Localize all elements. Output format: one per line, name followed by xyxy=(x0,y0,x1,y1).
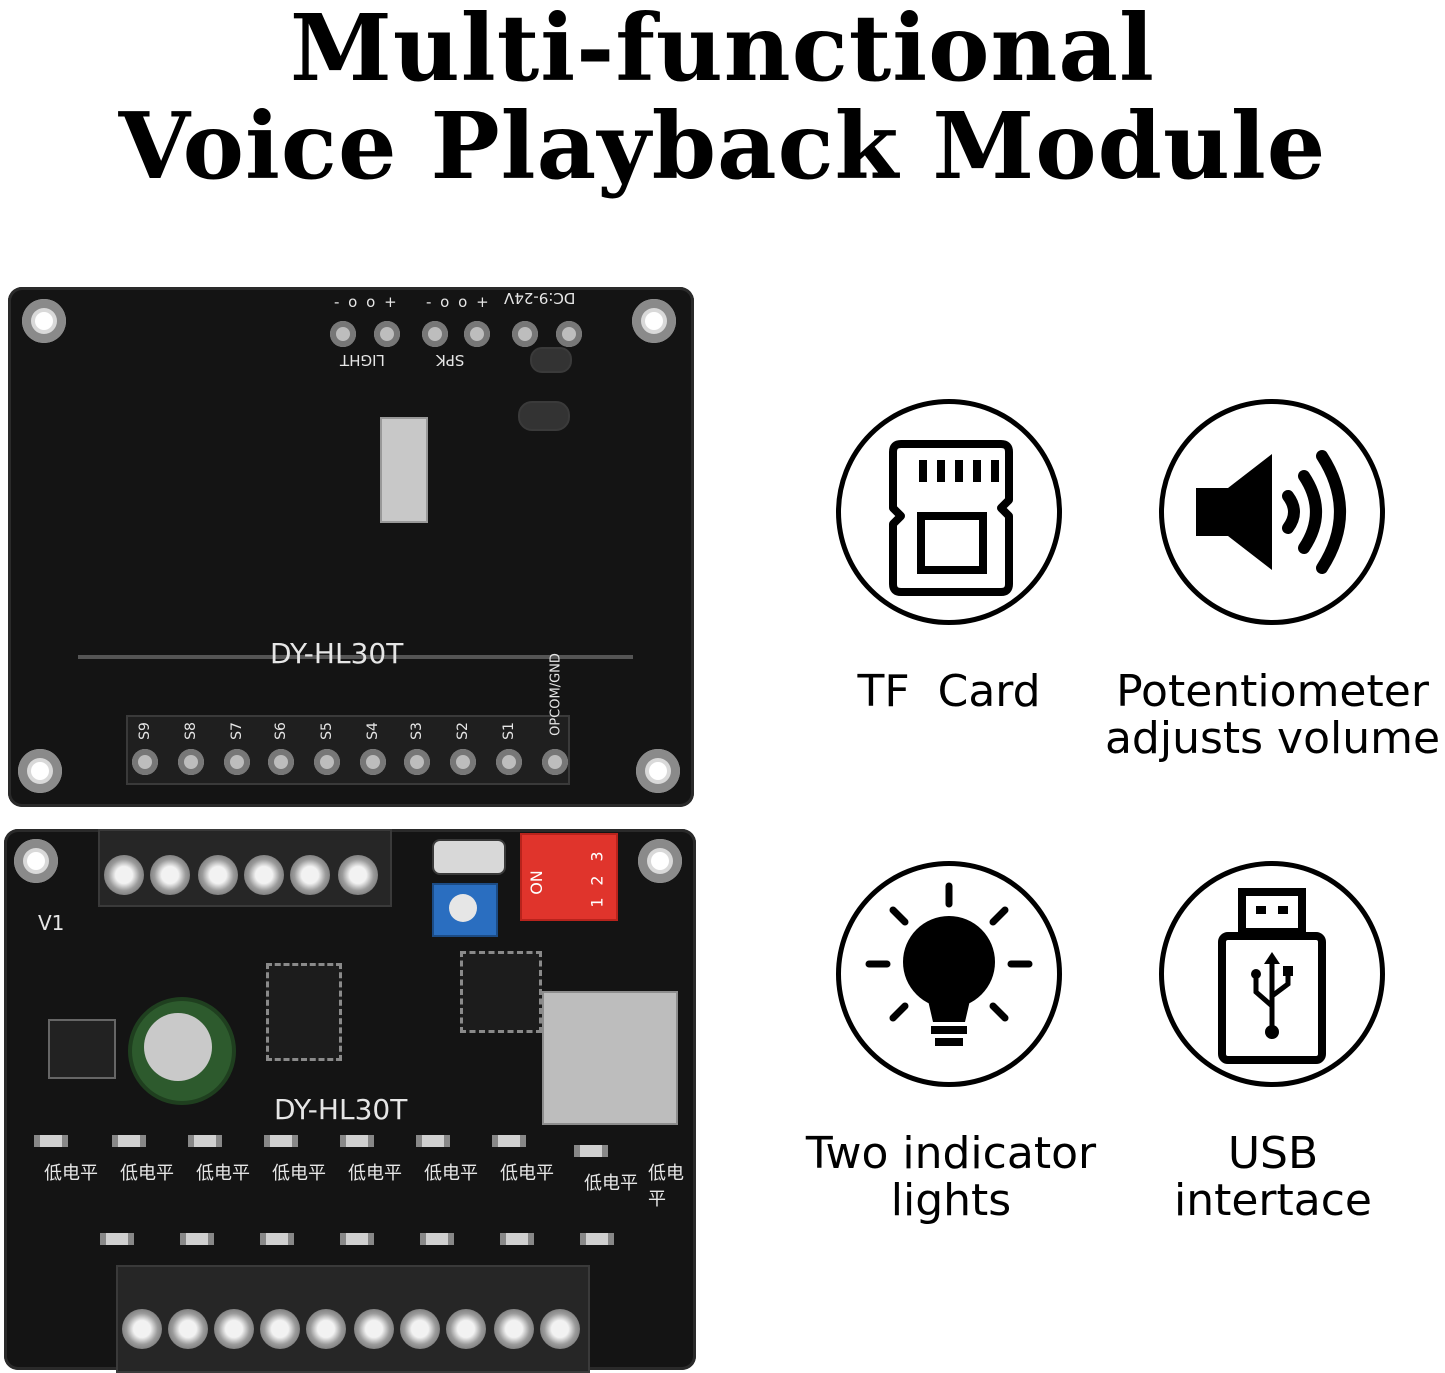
feature-volume xyxy=(1159,399,1385,625)
terminal-label-gnd: OPCOM/GND xyxy=(548,653,564,736)
regulator xyxy=(48,1019,116,1079)
chip-label: 低电平 xyxy=(424,1163,478,1184)
usb-drive-icon xyxy=(1218,888,1326,1064)
terminal-label: S9 xyxy=(136,722,153,740)
chip-label: 低电平 xyxy=(44,1163,98,1184)
capacitor xyxy=(128,997,236,1105)
ic-chip xyxy=(460,951,542,1033)
terminal-label: S6 xyxy=(272,722,289,740)
terminal-label: S3 xyxy=(408,722,425,740)
chip-label: 低电平 xyxy=(348,1163,402,1184)
terminal-label: S1 xyxy=(500,722,517,740)
oval-pad xyxy=(530,347,572,373)
terminal-label: S8 xyxy=(182,722,199,740)
chip-label: 低电平 xyxy=(120,1163,174,1184)
dip-switch: ON 1 2 3 xyxy=(520,833,618,921)
mount-hole xyxy=(14,839,58,883)
board-back-model: DY-HL30T xyxy=(270,637,404,670)
terminal-label: S5 xyxy=(318,722,335,740)
dip-number: 2 xyxy=(587,875,607,886)
spk-polarity: - o o + xyxy=(426,293,491,311)
feature-label-usb: USB intertace xyxy=(1174,1128,1372,1226)
terminal-pad-row xyxy=(126,715,570,785)
mount-hole xyxy=(638,839,682,883)
light-polarity: - o o + xyxy=(334,293,399,311)
tf-card-slot xyxy=(542,991,678,1125)
title-line-1: Multi-functional xyxy=(290,0,1155,102)
chip-label: 低电平 xyxy=(648,1163,684,1210)
dip-on-label: ON xyxy=(526,870,546,895)
mount-hole xyxy=(18,749,62,793)
light-label: LIGHT xyxy=(340,351,385,369)
mount-hole xyxy=(632,299,676,343)
chip-label: 低电平 xyxy=(272,1163,326,1184)
title-line-2: Voice Playback Module xyxy=(118,92,1327,200)
mount-hole xyxy=(636,749,680,793)
terminal-label: S2 xyxy=(454,722,471,740)
feature-label-tf-card: TF Card xyxy=(857,666,1041,717)
feature-tf-card xyxy=(836,399,1062,625)
terminal-label: S7 xyxy=(228,722,245,740)
board-front-model: DY-HL30T xyxy=(274,1093,408,1126)
chip-label: 低电平 xyxy=(500,1163,554,1184)
micro-usb-port xyxy=(432,839,506,875)
feature-usb xyxy=(1159,861,1385,1087)
v1-label: V1 xyxy=(38,911,65,935)
spk-label: SPK xyxy=(436,351,465,369)
feature-label-volume: Potentiometer adjusts volume xyxy=(1104,666,1441,764)
feature-indicator-lights xyxy=(836,861,1062,1087)
mount-hole xyxy=(22,299,66,343)
chip-label: 低电平 xyxy=(196,1163,250,1184)
dip-number: 1 xyxy=(587,897,607,908)
feature-label-indicator-lights: Two indicator lights xyxy=(805,1128,1097,1226)
board-front-image: ON 1 2 3 V1 DY-HL30T 低电平 低电平 低电平 低电平 低电平… xyxy=(4,829,696,1373)
chip-pad-area xyxy=(380,417,428,523)
terminal-label: S4 xyxy=(364,722,381,740)
volume-potentiometer xyxy=(432,883,498,937)
power-label: DC:9-24V xyxy=(504,289,576,307)
light-bulb-icon xyxy=(865,882,1033,1046)
ic-chip xyxy=(266,963,342,1061)
speaker-volume-icon xyxy=(1196,450,1346,574)
oval-pad xyxy=(518,401,570,431)
chip-label: 低电平 xyxy=(584,1173,638,1194)
board-back-image: DC:9-24V - o o + - o o + LIGHT SPK DY-HL… xyxy=(8,287,694,807)
sd-card-icon xyxy=(889,440,1013,596)
dip-number: 3 xyxy=(587,851,607,862)
